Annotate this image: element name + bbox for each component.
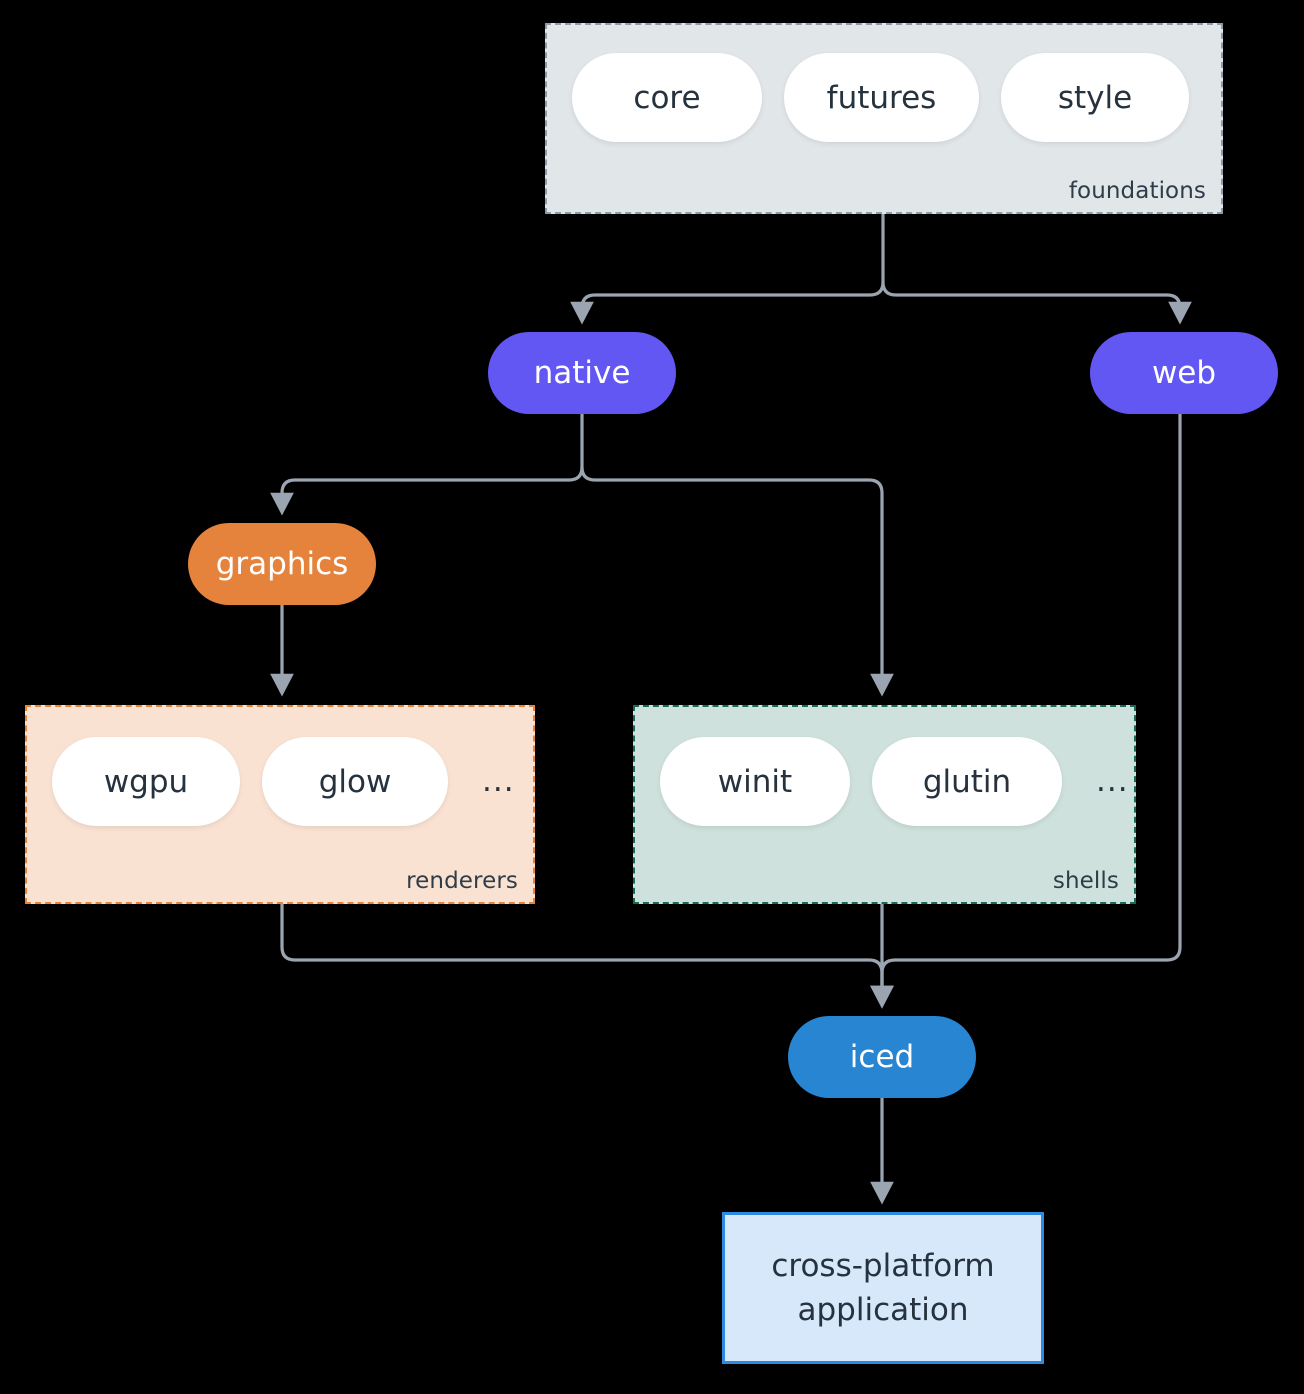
- crate-glutin-label: glutin: [922, 763, 1012, 800]
- node-web-label: web: [1151, 355, 1217, 391]
- group-foundations-label: foundations: [1068, 178, 1206, 204]
- crate-winit[interactable]: winit: [660, 737, 850, 826]
- node-iced[interactable]: iced: [788, 1016, 976, 1098]
- crate-core-label: core: [633, 79, 701, 116]
- crate-winit-label: winit: [717, 763, 793, 800]
- node-native-label: native: [533, 355, 631, 391]
- edge-foundations-native: [570, 212, 885, 325]
- application-label-line2: application: [797, 1292, 969, 1328]
- shells-ellipsis: ...: [1096, 763, 1129, 799]
- crate-glow[interactable]: glow: [262, 737, 448, 826]
- crate-futures-label: futures: [826, 79, 937, 116]
- crate-glutin[interactable]: glutin: [872, 737, 1062, 826]
- group-foundations: core futures style foundations: [545, 23, 1223, 214]
- group-renderers-label: renderers: [406, 868, 518, 894]
- edge-native-graphics: [270, 412, 584, 516]
- node-cross-platform-application[interactable]: cross-platform application: [722, 1212, 1044, 1364]
- group-shells: winit glutin ... shells: [633, 705, 1136, 904]
- edge-native-shells: [580, 465, 894, 697]
- node-native[interactable]: native: [488, 332, 676, 414]
- crate-core[interactable]: core: [572, 53, 762, 142]
- renderers-pill-row: wgpu glow ...: [52, 737, 515, 826]
- node-graphics-label: graphics: [215, 546, 349, 582]
- crate-style-label: style: [1057, 79, 1133, 116]
- application-label-line1: cross-platform: [771, 1247, 995, 1284]
- group-shells-label: shells: [1052, 868, 1119, 894]
- node-iced-label: iced: [849, 1039, 915, 1075]
- edge-renderers-iced: [280, 902, 894, 1009]
- node-web[interactable]: web: [1090, 332, 1278, 414]
- crate-futures[interactable]: futures: [784, 53, 979, 142]
- crate-glow-label: glow: [318, 763, 392, 800]
- renderers-ellipsis: ...: [482, 763, 515, 799]
- foundations-pill-row: core futures style: [572, 53, 1189, 142]
- crate-style[interactable]: style: [1001, 53, 1189, 142]
- edge-foundations-web: [881, 280, 1192, 325]
- node-graphics[interactable]: graphics: [188, 523, 376, 605]
- crate-wgpu[interactable]: wgpu: [52, 737, 240, 826]
- shells-pill-row: winit glutin ...: [660, 737, 1129, 826]
- group-renderers: wgpu glow ... renderers: [25, 705, 535, 904]
- crate-wgpu-label: wgpu: [103, 763, 189, 800]
